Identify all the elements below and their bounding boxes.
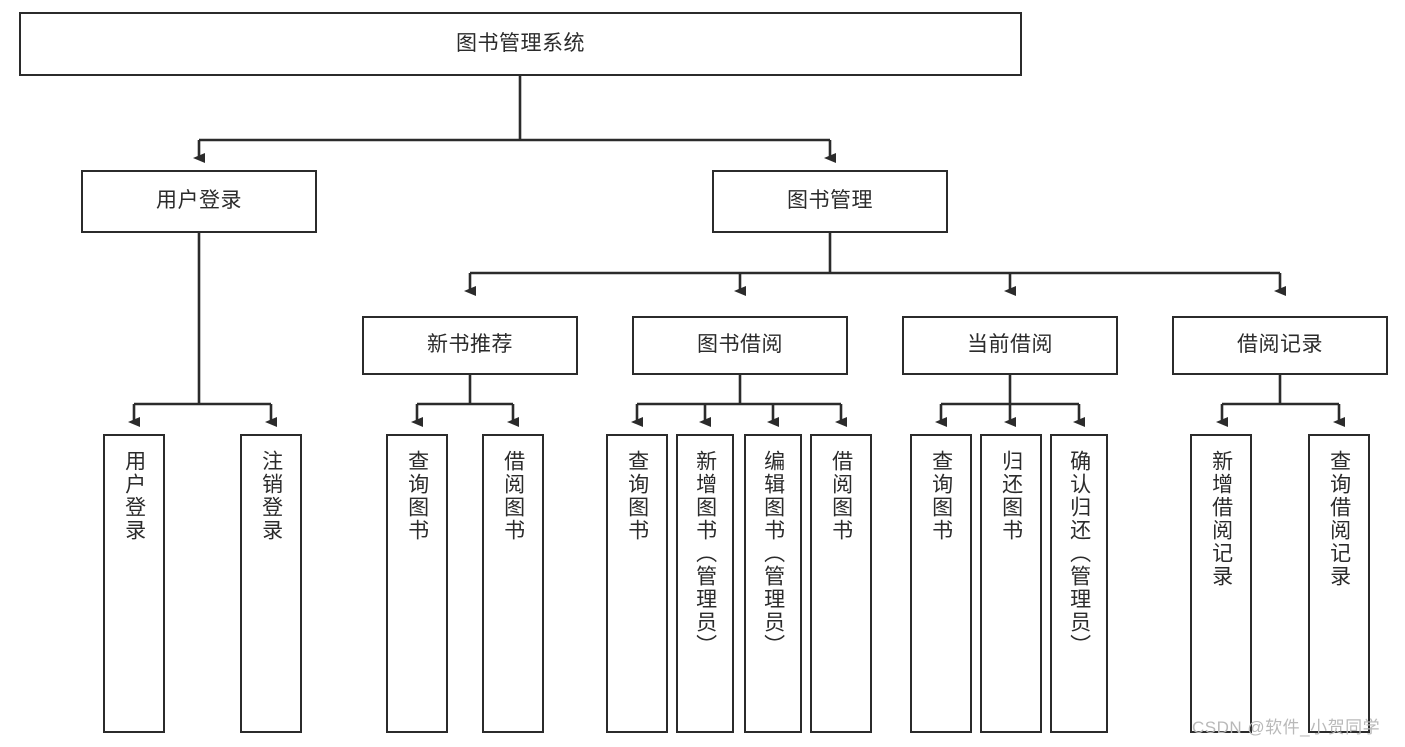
- csdn-watermark: CSDN @软件_小贺同学: [1192, 718, 1381, 737]
- node-leaf-confirm-return-label: 确认归还（管理员）: [1067, 450, 1091, 657]
- node-leaf-add-record-label: 新增借阅记录: [1209, 450, 1233, 588]
- node-new-book-rec[interactable]: 新书推荐: [362, 316, 578, 375]
- node-user-login-label: 用户登录: [156, 189, 242, 213]
- node-current-borrow[interactable]: 当前借阅: [902, 316, 1118, 375]
- node-leaf-query-record[interactable]: 查询借阅记录: [1308, 434, 1370, 733]
- node-user-login[interactable]: 用户登录: [81, 170, 317, 233]
- node-leaf-edit-book-label: 编辑图书（管理员）: [761, 450, 785, 657]
- node-leaf-query-record-label: 查询借阅记录: [1327, 450, 1351, 588]
- node-leaf-edit-book[interactable]: 编辑图书（管理员）: [744, 434, 802, 733]
- node-leaf-query-book-1-label: 查询图书: [405, 450, 429, 542]
- node-new-book-rec-label: 新书推荐: [427, 333, 513, 357]
- node-leaf-query-book-3[interactable]: 查询图书: [910, 434, 972, 733]
- node-leaf-logout-label: 注销登录: [259, 450, 283, 542]
- node-current-borrow-label: 当前借阅: [967, 333, 1053, 357]
- node-leaf-add-record[interactable]: 新增借阅记录: [1190, 434, 1252, 733]
- node-leaf-query-book-2-label: 查询图书: [625, 450, 649, 542]
- node-leaf-confirm-return[interactable]: 确认归还（管理员）: [1050, 434, 1108, 733]
- node-leaf-query-book-2[interactable]: 查询图书: [606, 434, 668, 733]
- node-leaf-add-book[interactable]: 新增图书（管理员）: [676, 434, 734, 733]
- node-root-label: 图书管理系统: [456, 31, 585, 55]
- node-borrow-record-label: 借阅记录: [1237, 333, 1323, 357]
- node-leaf-borrow-book-2-label: 借阅图书: [829, 450, 853, 542]
- node-book-mgmt[interactable]: 图书管理: [712, 170, 948, 233]
- node-leaf-borrow-book-1-label: 借阅图书: [501, 450, 525, 542]
- node-leaf-add-book-label: 新增图书（管理员）: [693, 450, 717, 657]
- node-book-mgmt-label: 图书管理: [787, 189, 873, 213]
- node-book-borrow[interactable]: 图书借阅: [632, 316, 848, 375]
- node-leaf-query-book-1[interactable]: 查询图书: [386, 434, 448, 733]
- node-leaf-query-book-3-label: 查询图书: [929, 450, 953, 542]
- node-leaf-user-login[interactable]: 用户登录: [103, 434, 165, 733]
- node-leaf-logout[interactable]: 注销登录: [240, 434, 302, 733]
- node-leaf-user-login-label: 用户登录: [122, 450, 146, 542]
- node-root[interactable]: 图书管理系统: [19, 12, 1022, 76]
- node-borrow-record[interactable]: 借阅记录: [1172, 316, 1388, 375]
- node-leaf-borrow-book-2[interactable]: 借阅图书: [810, 434, 872, 733]
- node-leaf-borrow-book-1[interactable]: 借阅图书: [482, 434, 544, 733]
- node-book-borrow-label: 图书借阅: [697, 333, 783, 357]
- node-leaf-return-book-label: 归还图书: [999, 450, 1023, 542]
- node-leaf-return-book[interactable]: 归还图书: [980, 434, 1042, 733]
